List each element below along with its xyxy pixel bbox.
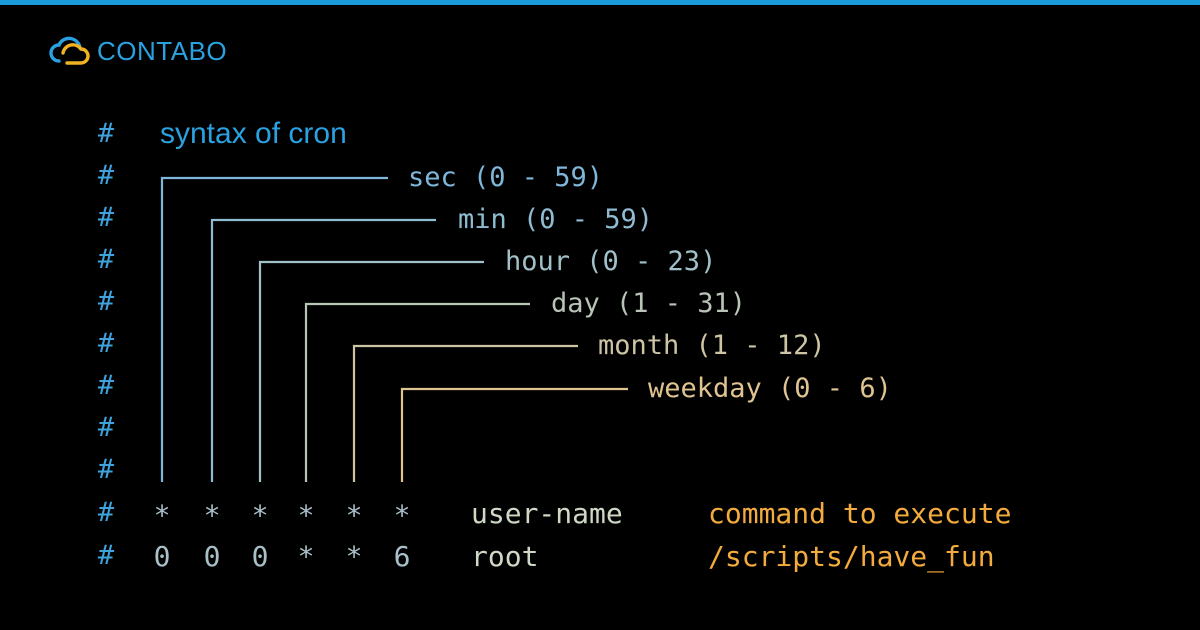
brand-logo: CONTABO [45,28,227,74]
syntax-value-min: * [203,499,221,532]
field-label-day: day (1 - 31) [551,288,747,319]
comment-hash: # [97,370,115,401]
syntax-command-column: command to execute [708,497,1012,530]
syntax-value-day: * [297,499,315,532]
syntax-value-sec: * [153,499,171,532]
syntax-user-column: user-name [471,497,623,530]
comment-hash: # [97,412,115,443]
example-value-sec: 0 [153,540,171,573]
tree-line-month [352,344,578,482]
comment-hash: # [97,454,115,485]
example-value-hour: 0 [251,540,269,573]
tree-line-hour [258,260,484,482]
comment-hash: # [97,497,115,528]
example-user: root [471,540,539,573]
syntax-value-month: * [345,499,363,532]
comment-hash: # [97,540,115,571]
example-command: /scripts/have_fun [708,540,995,573]
field-label-hour: hour (0 - 23) [505,246,717,277]
comment-hash: # [97,160,115,191]
comment-hash: # [97,328,115,359]
comment-hash: # [97,118,115,149]
cloud-logo-icon [49,36,90,65]
comment-hash: # [97,286,115,317]
tree-line-min [210,218,436,482]
page-title: syntax of cron [160,117,347,150]
tree-line-day [304,302,530,482]
brand-name: CONTABO [97,35,228,66]
example-value-month: * [345,540,363,573]
field-label-sec: sec (0 - 59) [408,162,604,193]
tree-line-sec [160,176,388,482]
example-value-weekday: 6 [393,540,411,573]
top-accent-bar [0,0,1200,5]
comment-hash: # [97,244,115,275]
example-value-day: * [297,540,315,573]
comment-hash: # [97,202,115,233]
field-label-min: min (0 - 59) [458,204,654,235]
field-label-month: month (1 - 12) [598,330,826,361]
tree-line-weekday [400,387,628,482]
example-value-min: 0 [203,540,221,573]
field-label-weekday: weekday (0 - 6) [648,373,892,404]
syntax-value-hour: * [251,499,269,532]
syntax-value-weekday: * [393,499,411,532]
